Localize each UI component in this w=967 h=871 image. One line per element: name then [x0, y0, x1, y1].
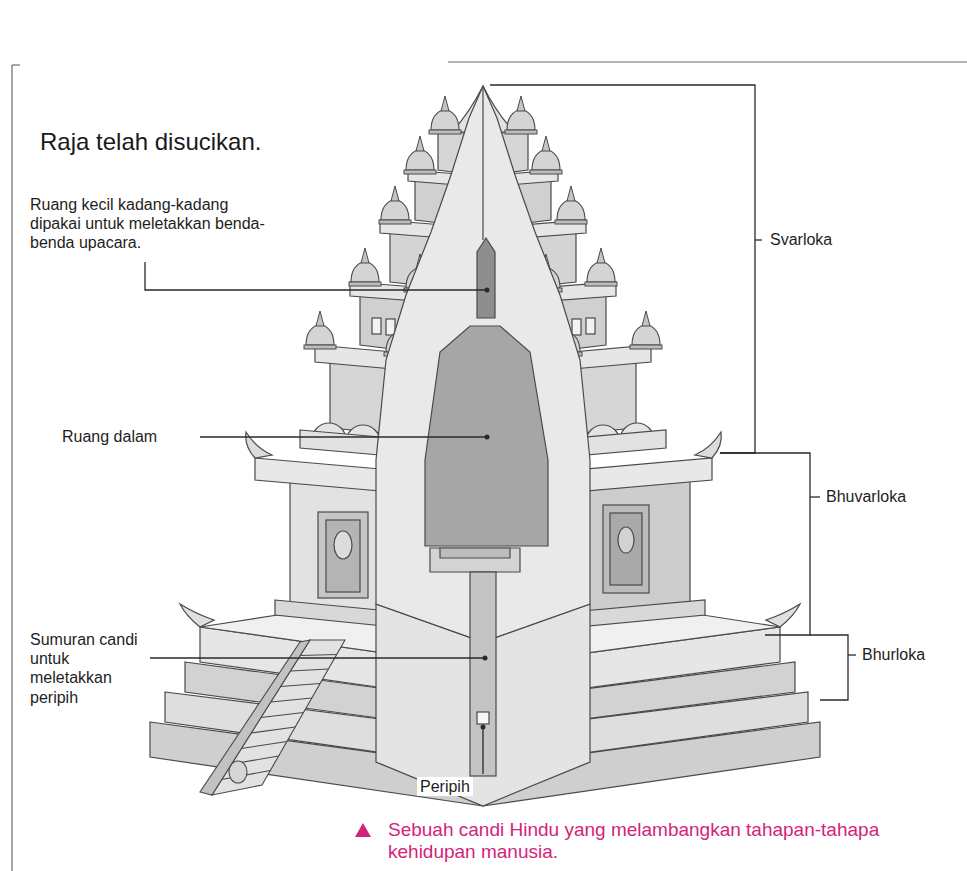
leader-line [200, 436, 487, 437]
staircase [200, 640, 345, 795]
temple-section [477, 712, 489, 724]
temple-base [180, 604, 214, 627]
level-label: Bhuvarloka [826, 487, 906, 506]
leader-dot [485, 435, 490, 440]
temple-body [618, 527, 634, 553]
temple-body [246, 432, 272, 458]
temple-section [482, 86, 483, 240]
temple-body [695, 432, 721, 458]
level-bracket [848, 654, 856, 655]
staircase [271, 698, 312, 702]
temple-section [477, 238, 495, 318]
temple-body [610, 513, 642, 585]
temple-body [334, 531, 352, 559]
staircase [241, 742, 287, 749]
level-bracket [720, 453, 810, 635]
frame [11, 65, 12, 871]
temple-roof [630, 311, 662, 349]
temple-roof [429, 96, 461, 134]
level-bracket [810, 496, 820, 497]
leader-dot [485, 288, 490, 293]
staircase [251, 727, 295, 733]
temple-body [603, 505, 649, 593]
temple-section [470, 572, 496, 776]
staircase [212, 640, 345, 795]
staircase [261, 713, 304, 718]
frame [448, 61, 967, 62]
temple-roof [379, 186, 411, 224]
temple-section [425, 326, 548, 546]
level-label: Bhurloka [862, 645, 925, 664]
temple-roof [372, 318, 381, 334]
leader-line [482, 726, 483, 774]
temple-roof [555, 186, 587, 224]
caption-marker [355, 823, 371, 837]
temple-roof [586, 318, 595, 334]
temple-roof [505, 96, 537, 134]
temple-roof [386, 319, 395, 335]
temple-section [376, 86, 590, 642]
level-bracket [755, 239, 762, 240]
temple-section [440, 548, 510, 558]
level-label: Svarloka [770, 230, 832, 249]
temple-roof [349, 248, 381, 286]
leader-dot [481, 725, 486, 730]
leader-line [150, 657, 485, 658]
figure-caption: Sebuah candi Hindu yang melambangkan tah… [388, 819, 958, 863]
staircase [300, 655, 337, 656]
temple-body [318, 512, 368, 598]
staircase [229, 761, 247, 783]
level-bracket [490, 85, 755, 453]
temple-roof [572, 319, 581, 335]
staircase [290, 669, 328, 671]
level-bracket [490, 85, 856, 700]
frame [12, 64, 20, 65]
temple-body [326, 520, 360, 592]
part-label: Ruang dalam [62, 427, 182, 446]
temple-roof [304, 311, 336, 349]
temple-base [766, 604, 800, 627]
temple-roof [585, 248, 617, 286]
temple-roof [404, 136, 436, 174]
leader-dot [481, 288, 490, 730]
page-title: Raja telah disucikan. [40, 128, 261, 157]
part-label: Peripih [417, 777, 473, 796]
leader-line [145, 262, 487, 774]
temple-section [376, 86, 590, 806]
part-label: Sumuran candi untuk meletakkan peripih [30, 630, 145, 707]
frame [12, 62, 967, 871]
staircase [200, 640, 310, 795]
temple-section [430, 548, 520, 572]
staircase [281, 684, 321, 687]
leader-line [145, 262, 487, 290]
leader-dot [483, 656, 488, 661]
level-bracket [810, 635, 848, 700]
temple-roof [530, 136, 562, 174]
part-label: Ruang kecil kadang-kadang dipakai untuk … [30, 195, 270, 253]
